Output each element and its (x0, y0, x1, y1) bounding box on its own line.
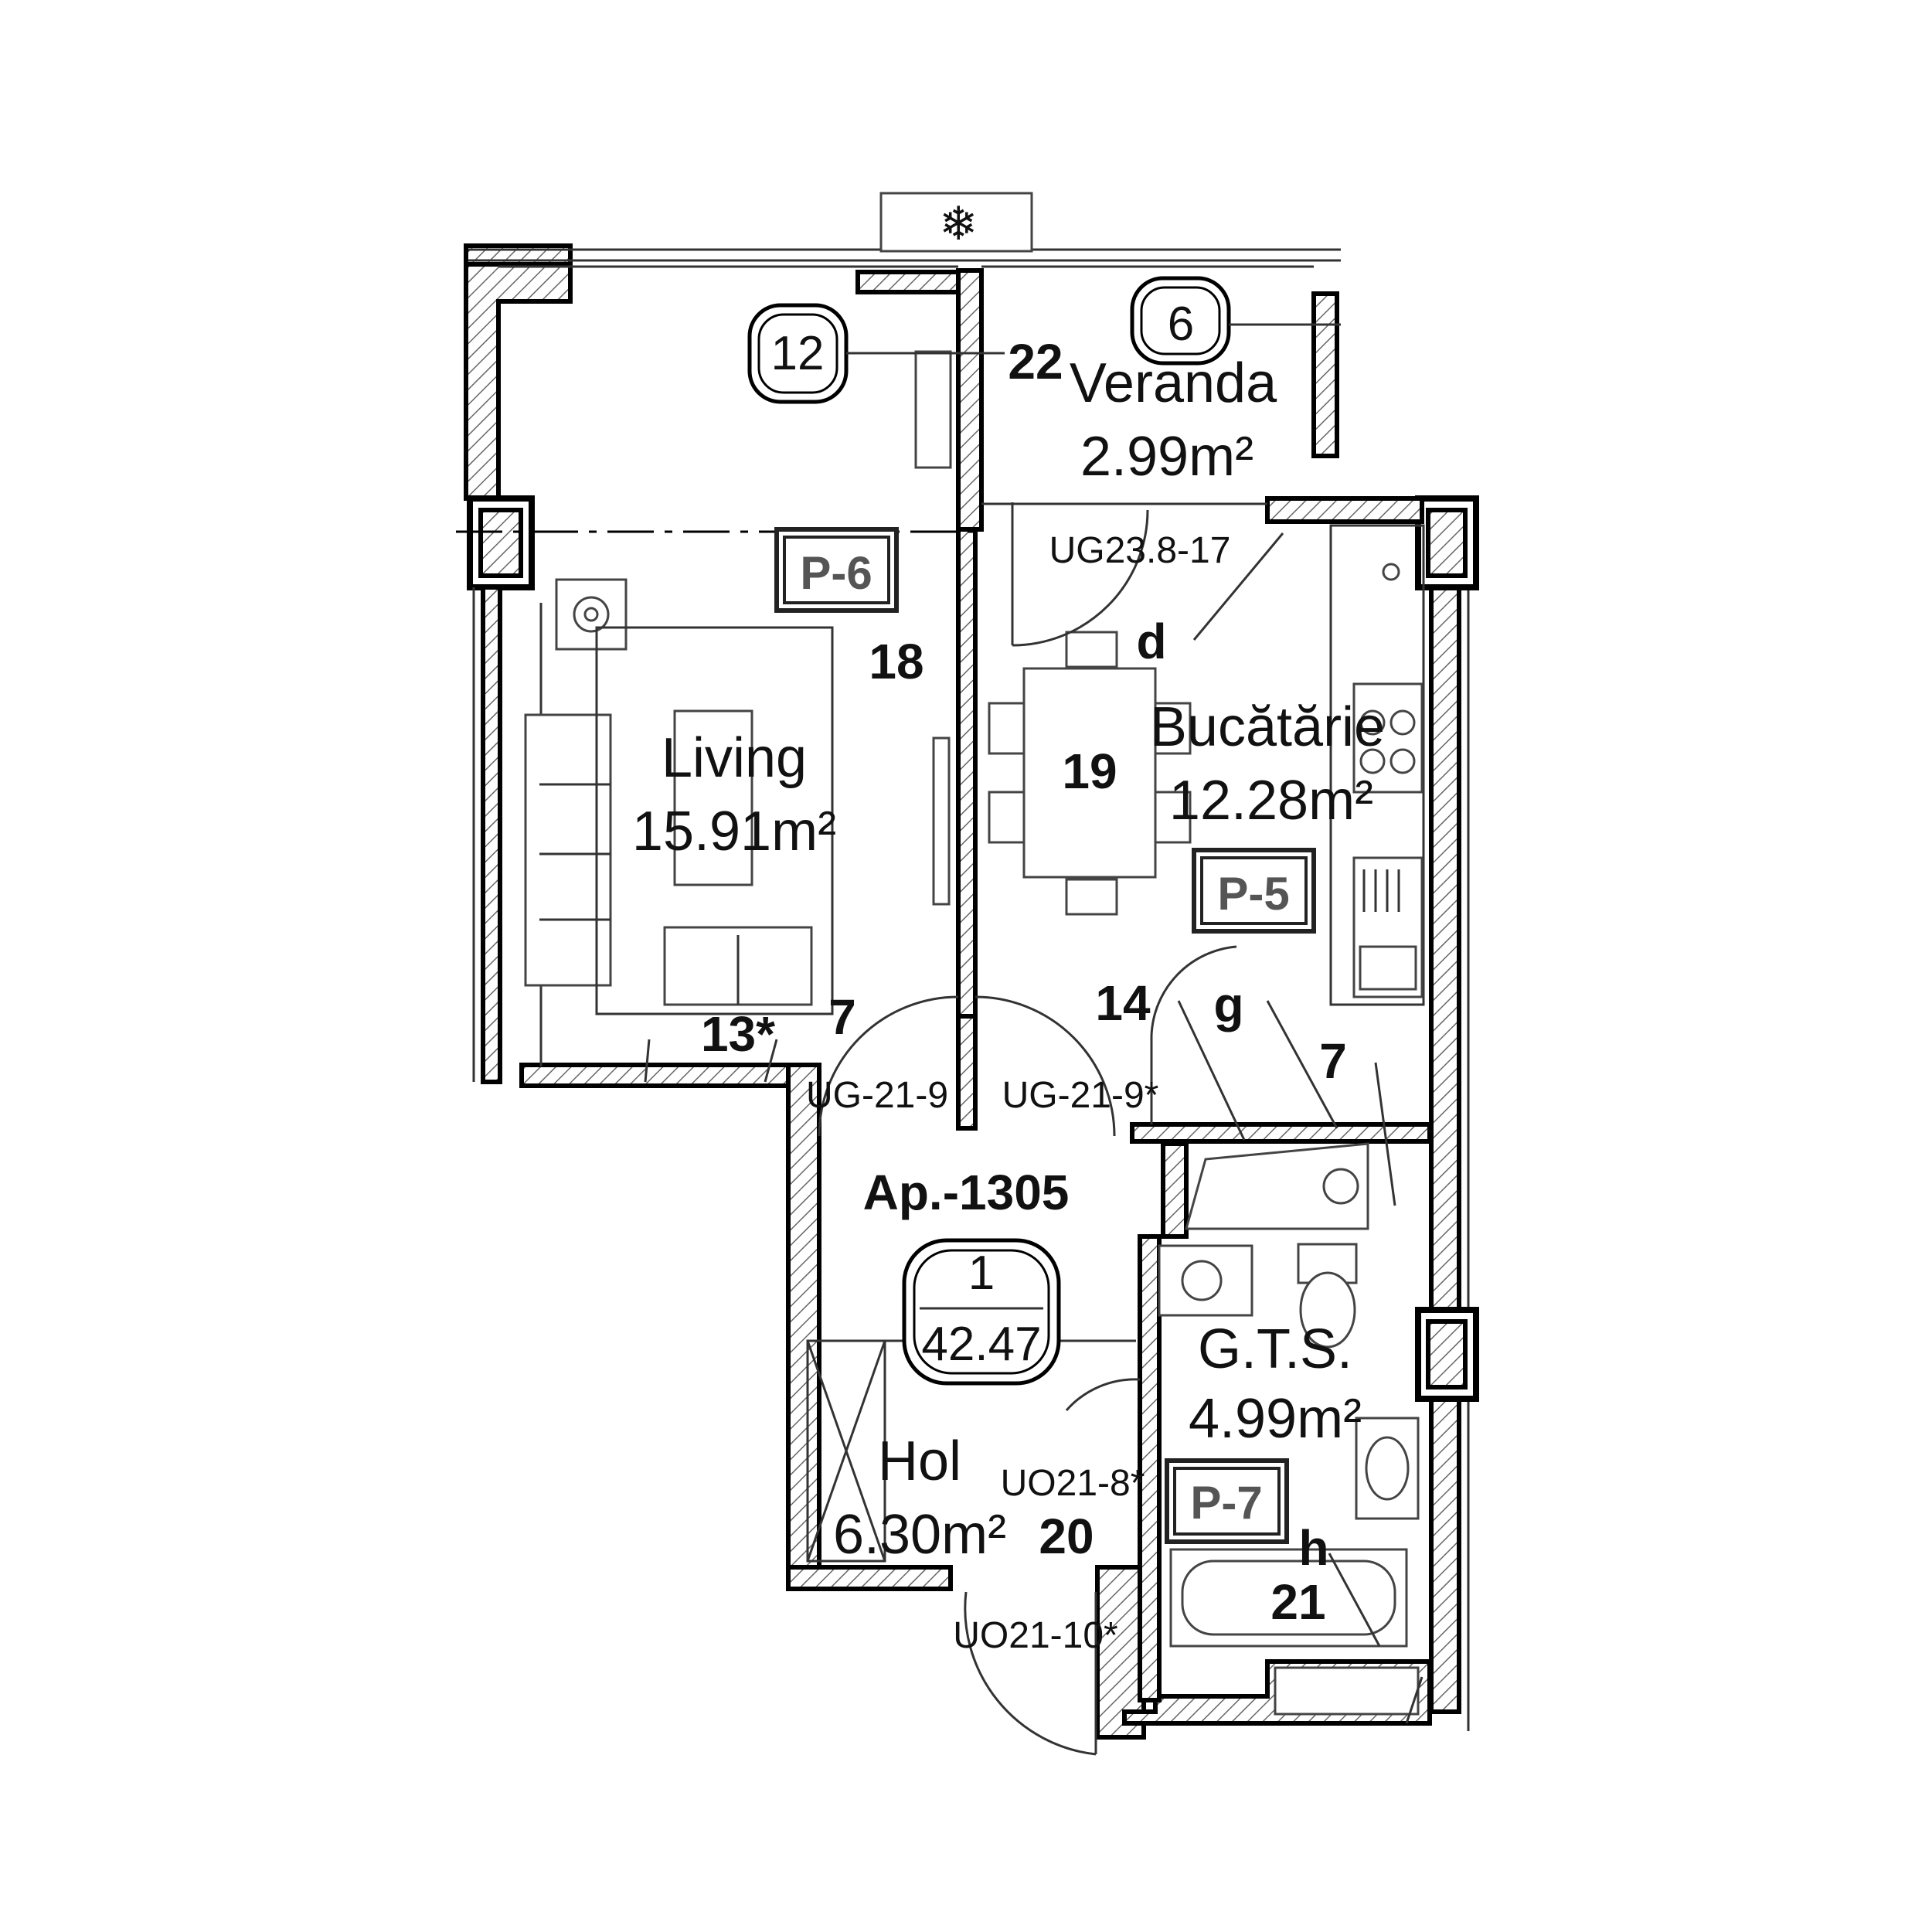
door-swing-closet (1150, 945, 1237, 1036)
room-bathroom-name: G.T.S. (1198, 1318, 1352, 1380)
dining-table (1022, 667, 1157, 879)
badge-6: 6 (1130, 276, 1231, 366)
chair (1154, 702, 1192, 755)
number-22: 22 (1008, 334, 1063, 389)
door-swing-veranda (1012, 509, 1149, 647)
snowflake-icon: ❄ (939, 198, 978, 250)
number-21: 21 (1270, 1574, 1325, 1630)
door-code-ug21-kitchen: UG-21-9* (1002, 1075, 1159, 1116)
toilet (1299, 1271, 1356, 1349)
coffee-table (673, 709, 753, 886)
number-19: 19 (1062, 743, 1117, 799)
tap (1382, 563, 1400, 581)
wall-left-balcony (464, 246, 573, 501)
number-7-kitchen: 7 (1319, 1033, 1347, 1089)
door-swing-bathroom (1065, 1378, 1141, 1411)
wall-kitchen-top (1265, 496, 1424, 524)
letter-g: g (1213, 977, 1243, 1032)
letter-d: d (1136, 614, 1166, 669)
living-furniture (524, 350, 952, 1015)
room-hall-name: Hol (878, 1430, 961, 1492)
badge-12-label: 12 (771, 327, 825, 380)
door-swing-living (818, 995, 959, 1137)
rug (595, 626, 834, 1015)
column-right-top-fill (1426, 508, 1468, 578)
wall-top-center (855, 270, 968, 294)
chair (1065, 631, 1118, 668)
letter-h: h (1298, 1520, 1328, 1576)
room-living-area: 15.91m² (632, 801, 836, 862)
tag-p5-label: P-5 (1217, 868, 1289, 920)
number-18: 18 (869, 634, 923, 689)
wall-veranda-right (1311, 291, 1339, 458)
apartment-area: 42.47 (921, 1318, 1041, 1371)
tv-unit (932, 736, 951, 906)
room-kitchen-area: 12.28m² (1169, 770, 1373, 832)
door-swing-kitchen (975, 995, 1116, 1137)
wall-kitchen-bottom (1130, 1122, 1432, 1144)
column-right-mid-fill (1426, 1319, 1468, 1389)
wall-hall-left (786, 1063, 821, 1570)
number-20: 20 (1039, 1509, 1094, 1564)
wall-veranda-left (956, 268, 984, 532)
shower-tray (1274, 1666, 1420, 1716)
kitchen-counter (1329, 524, 1425, 1006)
wall-left-living (481, 585, 502, 1084)
tag-p6: P-6 (774, 527, 899, 613)
tag-p7: P-7 (1165, 1458, 1289, 1544)
chair (988, 791, 1026, 844)
tag-p7-label: P-7 (1190, 1477, 1262, 1529)
room-living-name: Living (662, 727, 807, 789)
column-left-fill (478, 508, 523, 578)
apartment-badge: 1 42.47 (902, 1238, 1061, 1386)
ac-unit: ❄ (879, 192, 1033, 253)
wall-right (1429, 585, 1461, 1714)
chair (1154, 791, 1192, 844)
wall-hall-bottom-left (786, 1565, 953, 1591)
radiator (914, 350, 952, 469)
wall-living-bottom (519, 1063, 821, 1088)
door-code-uo21-10: UO21-10* (953, 1615, 1117, 1656)
kitchen-furniture (988, 524, 1425, 1006)
wall-bathroom-left (1138, 1234, 1162, 1702)
utility-niche (1158, 1141, 1420, 1716)
room-veranda-area: 2.99m² (1080, 426, 1253, 488)
number-14: 14 (1095, 975, 1151, 1031)
room-veranda-name: Veranda (1070, 352, 1277, 414)
badge-12: 12 (747, 303, 849, 404)
badge-6-label: 6 (1168, 298, 1194, 351)
cooktop (1352, 682, 1423, 794)
door-code-ug21-living: UG-21-9 (806, 1075, 948, 1116)
wall-partition-lower (956, 1014, 978, 1131)
door-code-ug23: UG23.8-17 (1049, 530, 1231, 571)
doors (806, 502, 1237, 1756)
room-kitchen-name: Bucătărie (1150, 696, 1385, 758)
door-swing-entrance (964, 1591, 1097, 1756)
number-7-living: 7 (828, 989, 856, 1045)
wall-living-kitchen (956, 527, 978, 1019)
tag-p6-label: P-6 (800, 547, 872, 599)
wall-hall-bottom-right (1095, 1565, 1146, 1740)
tag-p5: P-5 (1192, 848, 1316, 934)
number-13: 13* (701, 1006, 775, 1062)
room-hall-area: 6.30m² (833, 1504, 1006, 1566)
room-bathroom-area: 4.99m² (1189, 1388, 1362, 1450)
chair (1065, 878, 1118, 916)
boiler (1185, 1142, 1369, 1230)
door-code-uo21-8: UO21-8* (1001, 1463, 1145, 1504)
leader-lines (644, 532, 1423, 1724)
apartment-number: 1 (968, 1247, 995, 1300)
apartment-label: Ap.-1305 (863, 1165, 1070, 1220)
chair (988, 702, 1026, 755)
